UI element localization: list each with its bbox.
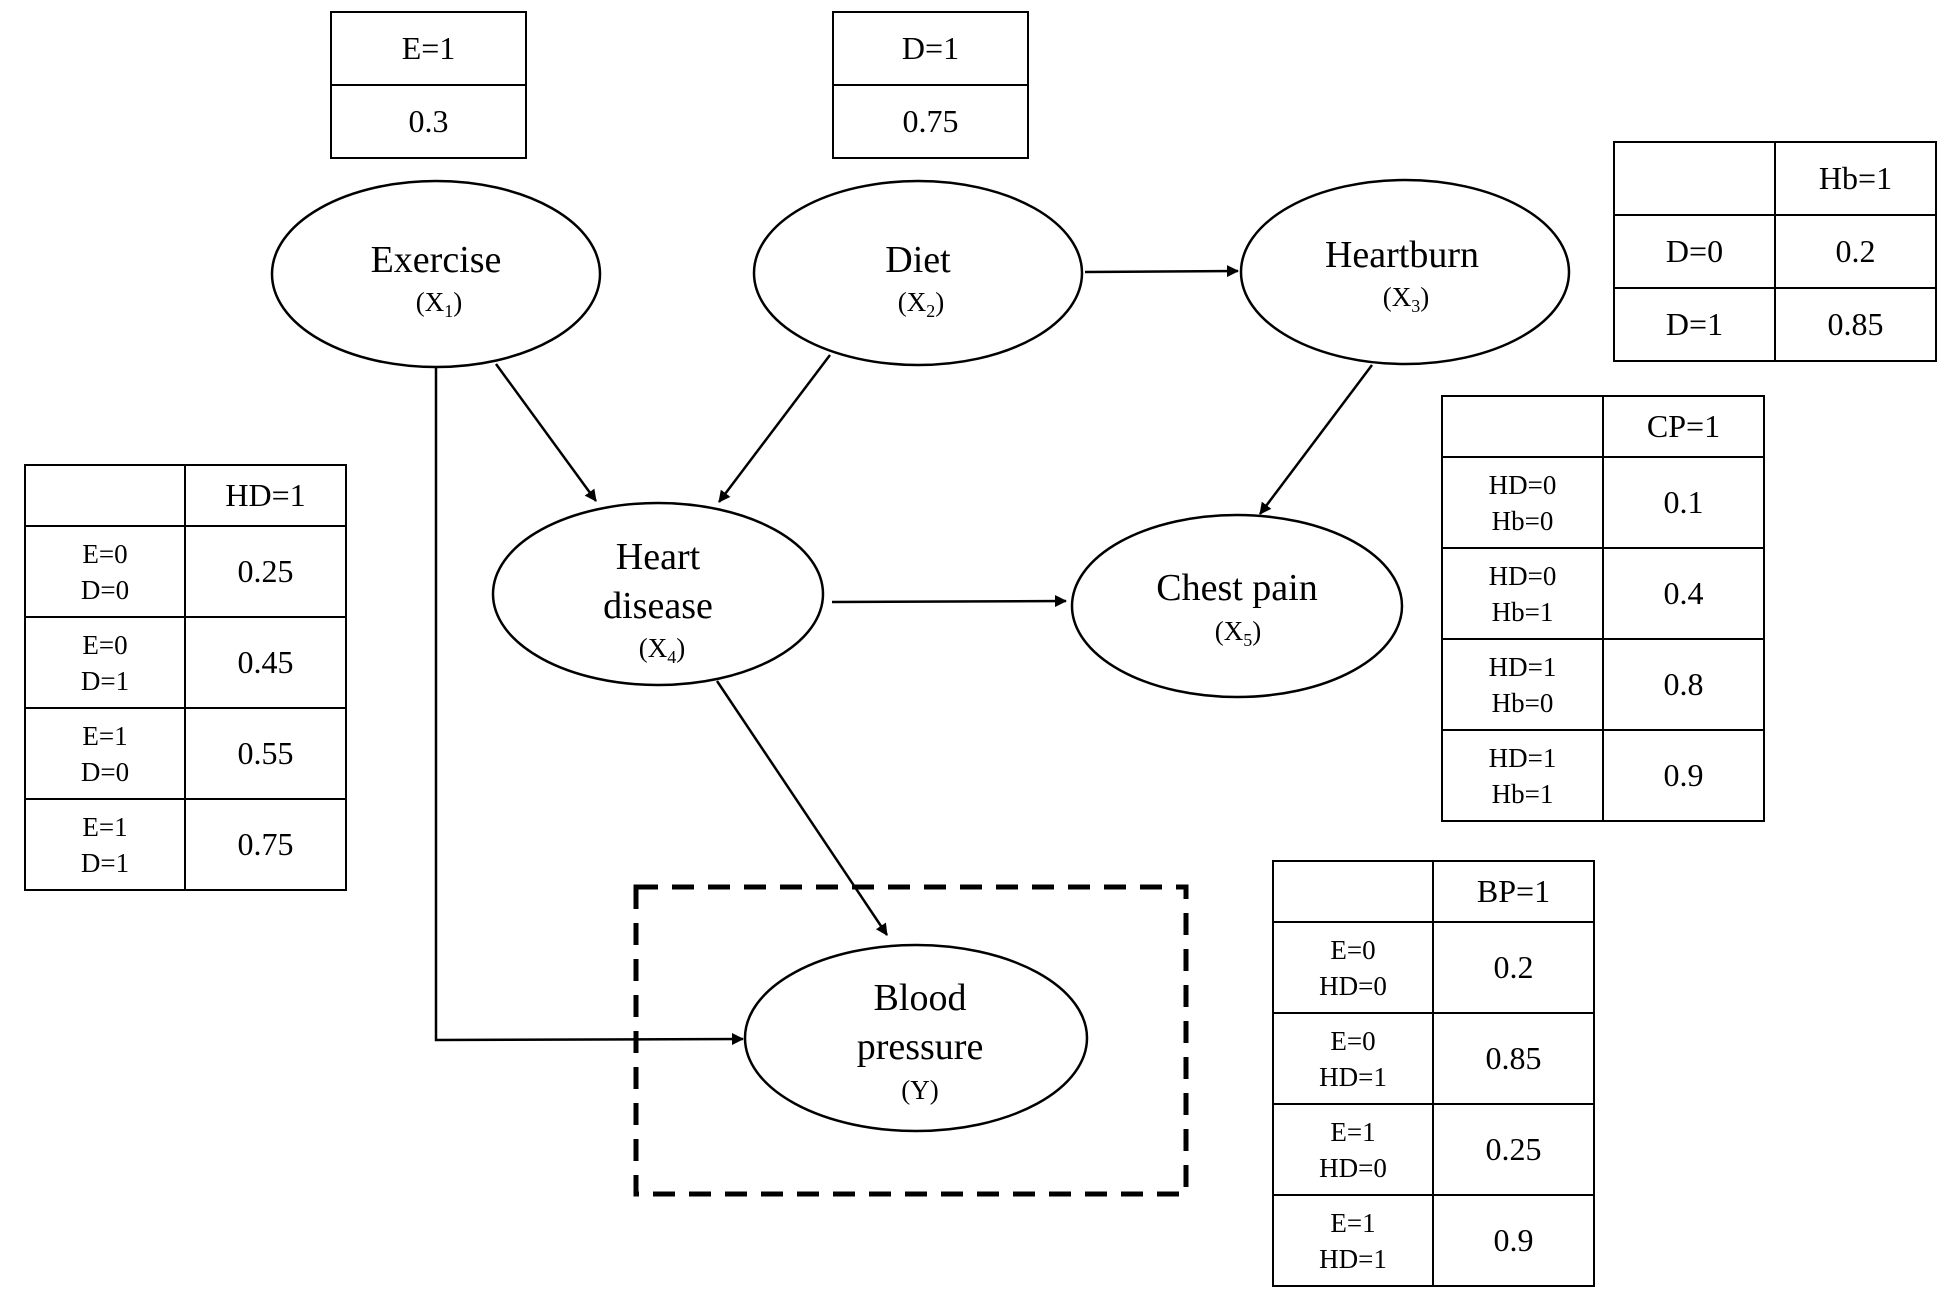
cpt-exercise: E=1 0.3: [330, 11, 527, 159]
cpt-heartburn-value: 0.85: [1774, 287, 1937, 362]
cpt-blood-pressure-header: BP=1: [1432, 860, 1595, 923]
node-exercise: Exercise (X1): [270, 179, 602, 369]
edge-exercise-heart-disease: [494, 363, 598, 502]
cpt-heart-disease-value: 0.55: [184, 707, 347, 800]
node-heart-disease-label-line2: disease: [603, 585, 713, 627]
node-exercise-ellipse: [270, 179, 602, 369]
node-chest-pain-label: Chest pain: [1156, 567, 1317, 609]
node-exercise-label: Exercise: [371, 239, 502, 281]
edge-diet-heart-disease: [718, 354, 831, 503]
edge-heart-disease-chest-pain: [831, 595, 1067, 608]
node-diet-variable: (X2): [898, 287, 945, 321]
cpt-heart-disease-value: 0.45: [184, 616, 347, 709]
node-heartburn-ellipse: [1239, 178, 1571, 366]
cpt-chest-pain-value: 0.8: [1602, 638, 1765, 731]
cpt-heartburn-corner: [1613, 141, 1776, 216]
node-blood-pressure-ellipse: [743, 943, 1089, 1133]
cpt-heart-disease-header: HD=1: [184, 464, 347, 527]
node-blood-pressure: Blood pressure (Y): [743, 943, 1089, 1133]
cpt-diet: D=1 0.75: [832, 11, 1029, 159]
node-heart-disease: Heart disease (X4): [491, 501, 825, 687]
cpt-chest-pain-value: 0.1: [1602, 456, 1765, 549]
cpt-exercise-header: E=1: [330, 11, 527, 86]
node-chest-pain-ellipse: [1070, 513, 1404, 699]
cpt-blood-pressure-value: 0.2: [1432, 921, 1595, 1014]
node-heart-disease-ellipse: [491, 501, 825, 687]
node-blood-pressure-variable: (Y): [901, 1075, 938, 1105]
edge-exercise-blood-pressure: [434, 368, 744, 1046]
cpt-heart-disease-corner: [24, 464, 186, 527]
node-heartburn-label: Heartburn: [1325, 234, 1479, 276]
cpt-chest-pain-corner: [1441, 395, 1604, 458]
cpt-chest-pain-value: 0.4: [1602, 547, 1765, 640]
node-blood-pressure-label-line2: pressure: [857, 1026, 984, 1068]
node-heartburn-variable: (X3): [1383, 282, 1430, 316]
cpt-chest-pain-value: 0.9: [1602, 729, 1765, 822]
node-heart-disease-variable: (X4): [639, 633, 686, 667]
cpt-heartburn-cond: D=0: [1613, 214, 1776, 289]
node-diet-label: Diet: [885, 239, 951, 281]
cpt-chest-pain-header: CP=1: [1602, 395, 1765, 458]
cpt-blood-pressure-value: 0.9: [1432, 1194, 1595, 1287]
node-diet: Diet (X2): [752, 179, 1084, 367]
cpt-exercise-value: 0.3: [330, 84, 527, 159]
cpt-heart-disease-value: 0.75: [184, 798, 347, 891]
cpt-heart-disease-value: 0.25: [184, 525, 347, 618]
cpt-blood-pressure-value: 0.85: [1432, 1012, 1595, 1105]
cpt-heartburn-cond: D=1: [1613, 287, 1776, 362]
edge-diet-heartburn: [1084, 265, 1239, 278]
edge-heartburn-chest-pain: [1259, 364, 1373, 515]
cpt-heartburn: Hb=1 D=0 0.2 D=1 0.85: [1613, 141, 1937, 362]
node-heart-disease-label-line1: Heart: [616, 536, 701, 578]
edges: [434, 265, 1373, 1046]
node-diet-ellipse: [752, 179, 1084, 367]
node-chest-pain: Chest pain (X5): [1070, 513, 1404, 699]
node-chest-pain-variable: (X5): [1215, 616, 1262, 650]
cpt-diet-value: 0.75: [832, 84, 1029, 159]
edge-heart-disease-blood-pressure: [715, 680, 889, 936]
cpt-diet-header: D=1: [832, 11, 1029, 86]
node-heartburn: Heartburn (X3): [1239, 178, 1571, 366]
cpt-blood-pressure-corner: [1272, 860, 1434, 923]
node-blood-pressure-label-line1: Blood: [874, 977, 967, 1019]
cpt-blood-pressure-value: 0.25: [1432, 1103, 1595, 1196]
cpt-heartburn-header: Hb=1: [1774, 141, 1937, 216]
node-exercise-variable: (X1): [416, 287, 463, 321]
cpt-heartburn-value: 0.2: [1774, 214, 1937, 289]
